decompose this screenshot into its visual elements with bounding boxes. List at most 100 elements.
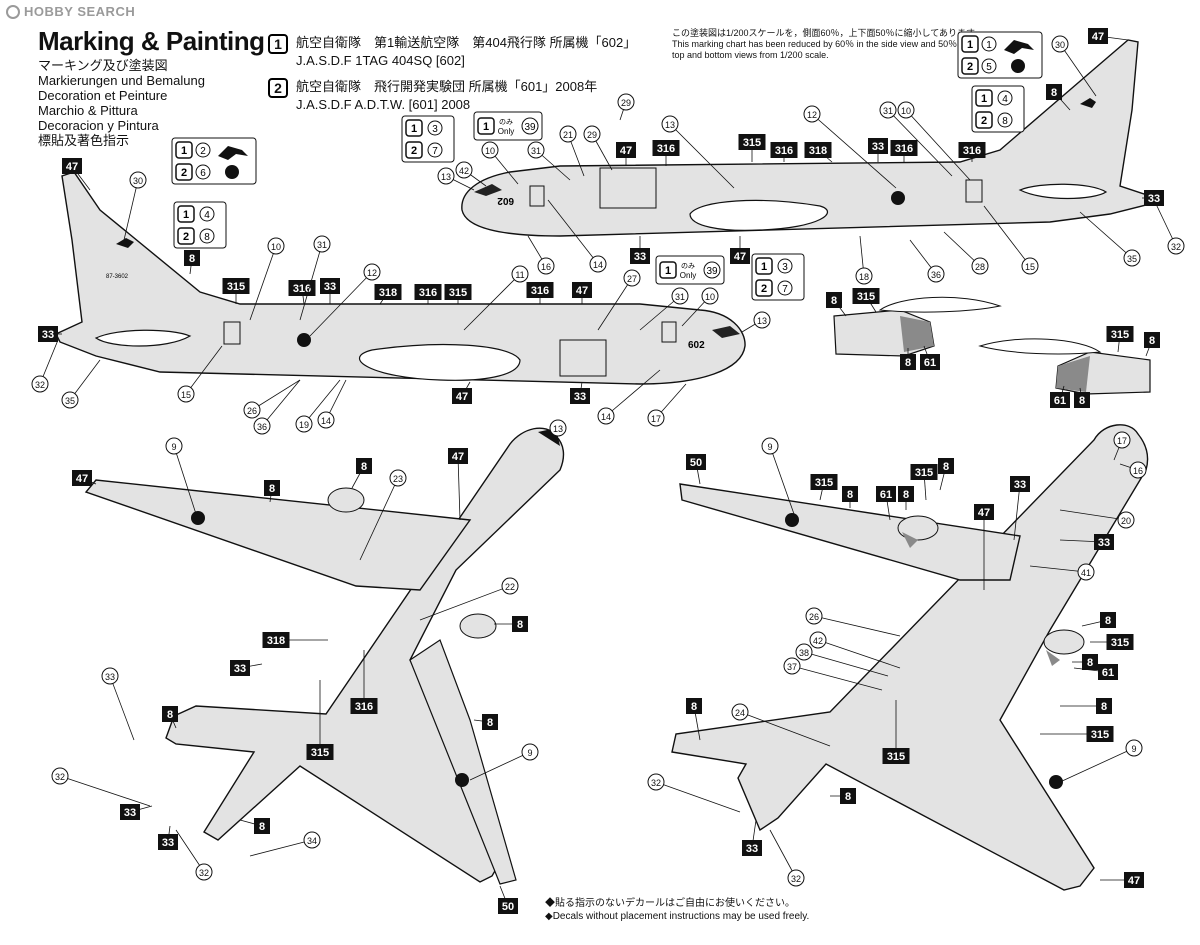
color-code-label: 318 <box>809 145 827 157</box>
decal-callout: 14 <box>317 379 347 429</box>
decal-callout: 31 <box>879 101 953 177</box>
color-code-label: 8 <box>167 709 173 721</box>
decal-callout: 15 <box>177 345 223 403</box>
color-code-callout: 316 <box>770 142 798 162</box>
color-code-callout: 8 <box>1144 332 1160 357</box>
decal-number-label: 32 <box>199 868 209 878</box>
decal-number-label: 42 <box>813 636 823 646</box>
color-code-callout: 33 <box>742 819 762 856</box>
color-code-label: 47 <box>1092 31 1104 43</box>
decal-callout: 13 <box>437 167 475 191</box>
decal-callout: 23 <box>359 469 407 561</box>
decal-number-label: 9 <box>527 748 532 758</box>
color-code-box <box>414 284 442 300</box>
color-code-label: 316 <box>419 287 437 299</box>
decal-number-circle <box>559 125 577 143</box>
decal-number-circle <box>1077 563 1095 581</box>
color-code-box <box>974 504 994 520</box>
decal-number-circle <box>511 265 529 283</box>
cockpit-lower <box>712 326 740 338</box>
top-view-engine-right <box>459 613 497 639</box>
decal-number-label: 38 <box>799 648 809 658</box>
svg-text:2: 2 <box>967 61 973 73</box>
nose-number-lower: 602 <box>688 340 705 351</box>
color-code-callout: 316 <box>414 284 442 304</box>
color-code-label: 33 <box>574 391 586 403</box>
color-code-box <box>1144 190 1164 206</box>
side-view-lower: 602 87-3602 <box>55 171 746 385</box>
language-title: Decoration et Peinture <box>38 88 168 103</box>
color-code-label: 33 <box>746 843 758 855</box>
decal-number-label: 15 <box>1025 262 1035 272</box>
decal-number-circle <box>537 257 555 275</box>
color-code-callout: 8 <box>473 714 498 730</box>
decal-number-circle <box>701 287 719 305</box>
decal-number-label: 14 <box>593 260 603 270</box>
decal-callout: 9 <box>761 437 795 515</box>
engine-right-exhaust <box>1056 356 1090 392</box>
bottom-view <box>671 424 1149 891</box>
color-code-box <box>1050 392 1070 408</box>
decal-number-circle <box>803 105 821 123</box>
roundel-top-right <box>455 773 469 787</box>
decal-number-label: 31 <box>317 240 327 250</box>
color-code-callout: 8 <box>1060 698 1112 714</box>
color-code-box <box>938 458 954 474</box>
decal-number-circle <box>527 141 545 159</box>
decal-number-label: 31 <box>883 106 893 116</box>
decal-number-circle <box>1125 739 1143 757</box>
color-code-label: 33 <box>42 329 54 341</box>
color-code-callout: 50 <box>498 885 518 914</box>
decal-number-label: 9 <box>171 442 176 452</box>
color-code-box <box>72 470 92 486</box>
leader-line <box>303 379 341 425</box>
color-code-label: 33 <box>1148 193 1160 205</box>
decal-callout: 32 <box>769 829 805 887</box>
color-code-label: 315 <box>915 467 933 479</box>
leader-line <box>261 379 301 427</box>
color-code-label: 8 <box>517 619 523 631</box>
color-code-label: 8 <box>1087 657 1093 669</box>
version-1-badge: 1 <box>268 34 288 54</box>
version-2-line-ja: 航空自衛隊 飛行開発実験団 所属機「601」2008年 <box>296 79 598 94</box>
tail-emblem-upper <box>1080 98 1096 108</box>
color-code-label: 315 <box>815 477 833 489</box>
leader-line <box>249 245 277 321</box>
svg-text:7: 7 <box>432 146 438 157</box>
version-1-line-en: J.A.S.D.F 1TAG 404SQ [602] <box>296 53 465 68</box>
decal-number-circle <box>267 237 285 255</box>
color-code-callout: 316 <box>958 142 986 162</box>
color-code-box <box>262 632 290 648</box>
side-view-upper: 602 <box>461 39 1151 237</box>
color-code-callout: 315 <box>910 464 938 501</box>
footnote: ◆貼る指示のないデカールはご自由にお使いください。 ◆Decals withou… <box>545 897 809 923</box>
decal-number-label: 26 <box>247 406 257 416</box>
color-code-label: 33 <box>1098 537 1110 549</box>
decal-callout: 32 <box>175 829 213 881</box>
color-code-callout: 33 <box>320 278 340 304</box>
decal-number-label: 22 <box>505 582 515 592</box>
color-code-callout: 47 <box>72 470 97 486</box>
color-code-label: 8 <box>905 357 911 369</box>
decal-callout: 32 <box>1155 203 1185 255</box>
svg-text:2: 2 <box>981 115 987 127</box>
svg-text:2: 2 <box>761 283 767 295</box>
color-code-callout: 47 <box>974 504 994 590</box>
svg-text:7: 7 <box>782 284 788 295</box>
color-code-label: 315 <box>311 747 329 759</box>
color-code-box <box>630 248 650 264</box>
svg-text:Only: Only <box>498 127 514 136</box>
decal-number-circle <box>1021 257 1039 275</box>
decal-number-circle <box>195 863 213 881</box>
color-code-box <box>1088 28 1108 44</box>
svg-text:1: 1 <box>665 265 671 277</box>
decal-number-circle <box>1123 249 1141 267</box>
color-code-label: 8 <box>1101 701 1107 713</box>
leader-line <box>463 273 521 331</box>
decal-number-circle <box>971 257 989 275</box>
color-code-label: 316 <box>531 285 549 297</box>
choice-box: 1 のみ Only 39 <box>655 255 725 285</box>
decal-number-circle <box>31 375 49 393</box>
decal-callout: 18 <box>855 235 873 285</box>
color-code-callout: 33 <box>38 326 62 342</box>
